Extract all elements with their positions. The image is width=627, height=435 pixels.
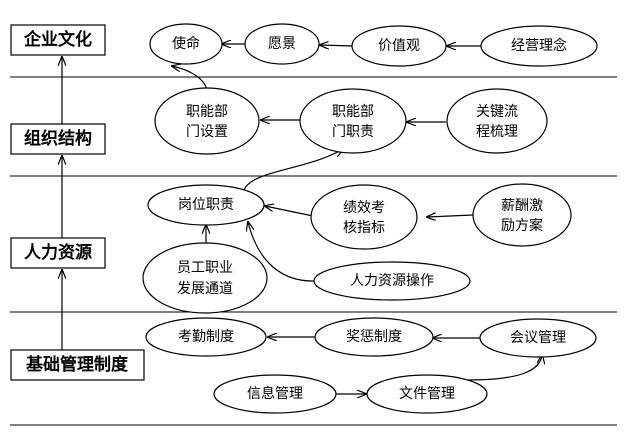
node-dept-setup-line1: 职能部 bbox=[186, 104, 228, 120]
node-kpi-line1: 绩效考 bbox=[343, 200, 385, 216]
node-attendance-label: 考勤制度 bbox=[178, 329, 234, 345]
node-career-line2: 发展通道 bbox=[177, 281, 233, 297]
node-meeting: 会议管理 bbox=[479, 318, 597, 358]
node-kpi-line2: 核指标 bbox=[343, 220, 385, 236]
node-philosophy-label: 经营理念 bbox=[511, 37, 567, 54]
arrow-file-meeting bbox=[467, 355, 542, 381]
node-reward-label: 奖惩制度 bbox=[346, 328, 402, 345]
node-process-line1: 关键流 bbox=[476, 104, 518, 120]
node-process: 关键流 程梳理 bbox=[446, 88, 548, 154]
node-values-label: 价值观 bbox=[378, 38, 420, 54]
node-post-duty-label: 岗位职责 bbox=[178, 197, 234, 213]
arrow-hrops-postduty bbox=[248, 222, 316, 282]
layer-box-base: 基础管理制度 bbox=[10, 349, 145, 381]
node-info-label: 信息管理 bbox=[247, 385, 303, 402]
node-dept-duty-line1: 职能部 bbox=[332, 104, 374, 120]
layer-box-hr: 人力资源 bbox=[10, 237, 106, 269]
node-process-line2: 程梳理 bbox=[476, 124, 518, 140]
node-career: 员工职业 发展通道 bbox=[142, 242, 268, 314]
node-file-label: 文件管理 bbox=[399, 386, 455, 402]
arrow-postduty-deptduty bbox=[243, 149, 343, 191]
node-post-duty: 岗位职责 bbox=[147, 184, 265, 226]
node-dept-duty: 职能部 门职责 bbox=[299, 88, 407, 154]
layer-label-base: 基础管理制度 bbox=[25, 354, 129, 375]
node-meeting-label: 会议管理 bbox=[510, 330, 566, 346]
node-vision: 愿景 bbox=[244, 23, 320, 65]
layer-label-org: 组织结构 bbox=[24, 128, 92, 149]
arrow-values-vision bbox=[320, 45, 353, 46]
layer-label-culture: 企业文化 bbox=[23, 29, 92, 50]
node-dept-setup: 职能部 门设置 bbox=[154, 87, 260, 155]
node-hr-ops: 人力资源操作 bbox=[313, 261, 471, 301]
node-career-line1: 员工职业 bbox=[177, 260, 233, 276]
layer-label-hr: 人力资源 bbox=[24, 242, 92, 263]
layer-dividers bbox=[10, 76, 617, 426]
node-vision-label: 愿景 bbox=[268, 36, 296, 52]
node-info: 信息管理 bbox=[213, 374, 337, 414]
node-file: 文件管理 bbox=[366, 374, 488, 414]
node-attendance: 考勤制度 bbox=[145, 317, 267, 357]
node-salary: 薪酬激 励方案 bbox=[472, 183, 572, 247]
node-arrows bbox=[172, 44, 542, 394]
node-kpi: 绩效考 核指标 bbox=[310, 184, 418, 250]
layer-box-culture: 企业文化 bbox=[10, 24, 106, 56]
node-values: 价值观 bbox=[351, 25, 447, 67]
node-salary-line1: 薪酬激 bbox=[501, 197, 543, 214]
node-mission-label: 使命 bbox=[172, 35, 200, 52]
node-salary-line2: 励方案 bbox=[501, 217, 543, 234]
arrow-kpi-postduty bbox=[265, 206, 314, 217]
node-reward: 奖惩制度 bbox=[314, 317, 434, 357]
arrow-salary-kpi bbox=[427, 215, 474, 217]
node-dept-setup-line2: 门设置 bbox=[186, 124, 228, 140]
node-dept-duty-line2: 门职责 bbox=[332, 124, 374, 140]
node-hr-ops-label: 人力资源操作 bbox=[350, 273, 434, 289]
node-mission: 使命 bbox=[149, 23, 223, 65]
arrow-deptsetup-mission bbox=[172, 66, 208, 91]
layer-box-org: 组织结构 bbox=[10, 123, 106, 155]
node-philosophy: 经营理念 bbox=[480, 25, 598, 67]
